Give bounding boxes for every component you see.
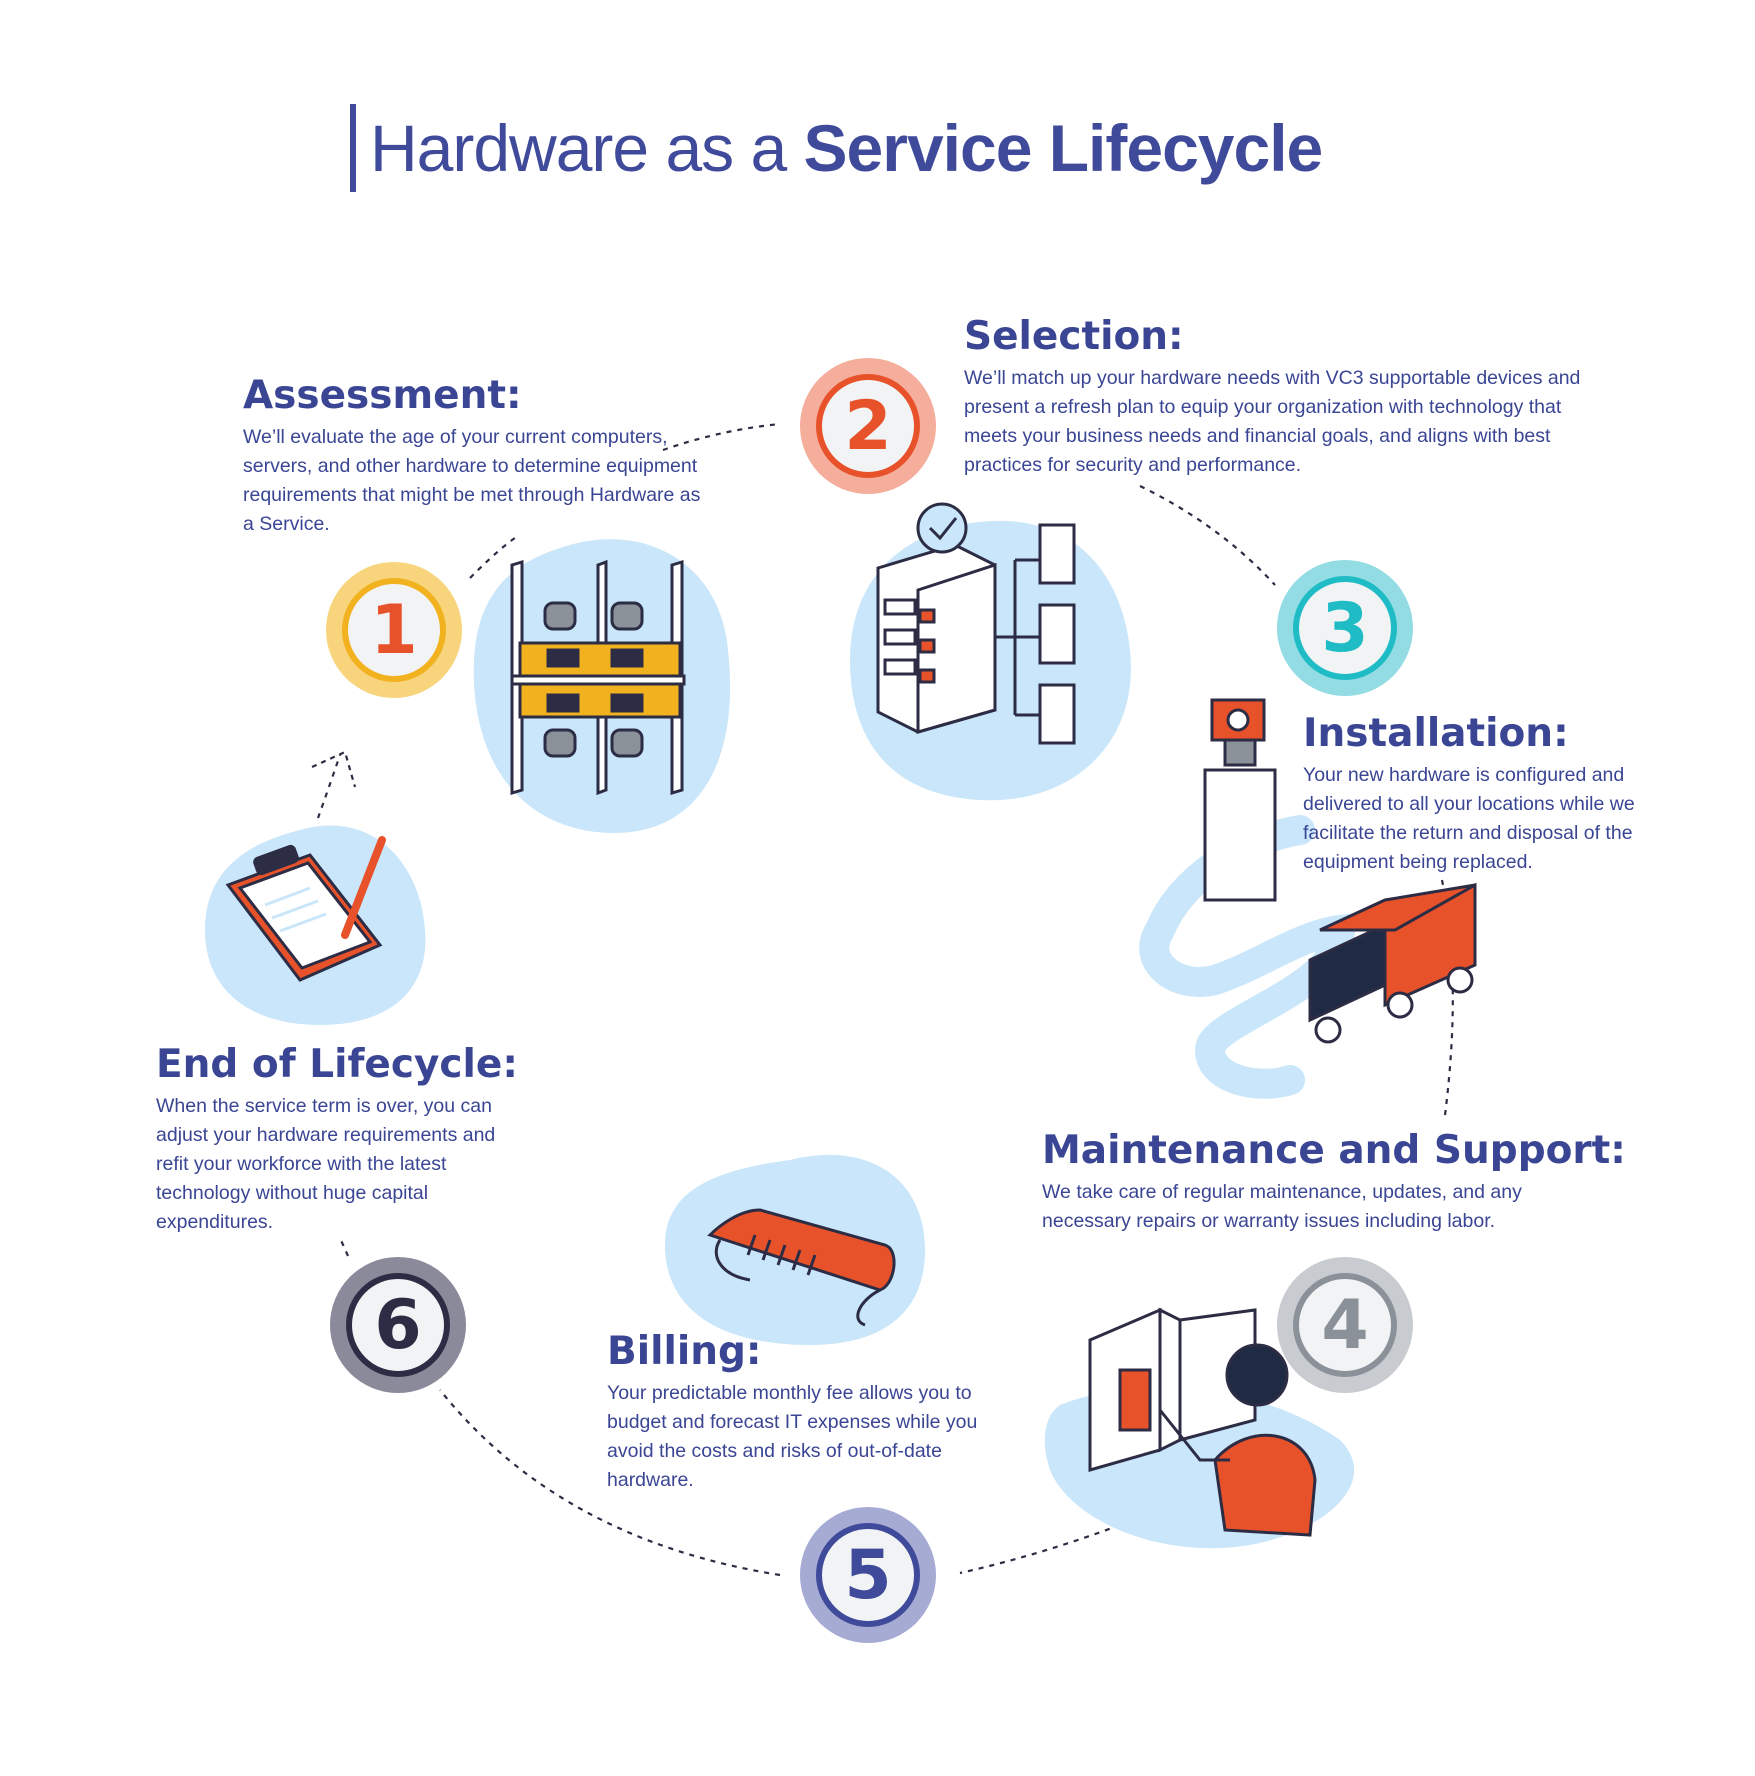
step-description: We’ll match up your hardware needs with … xyxy=(964,367,1581,476)
connector-1-up xyxy=(469,537,516,579)
server-network-icon xyxy=(850,502,1131,801)
step-badge-1: 1 xyxy=(326,562,462,698)
step-maintenance-support: Maintenance and Support: We take care of… xyxy=(1042,1128,1626,1236)
step-description: Your predictable monthly fee allows you … xyxy=(607,1382,978,1491)
connector-6-up xyxy=(338,1237,350,1257)
step-number-2: 2 xyxy=(816,374,920,478)
step-number-5: 5 xyxy=(816,1523,920,1627)
connector-2-3 xyxy=(1139,485,1276,586)
title-bold-text: Service Lifecycle xyxy=(803,110,1324,185)
step-number-3: 3 xyxy=(1293,576,1397,680)
step-description: We take care of regular maintenance, upd… xyxy=(1042,1181,1522,1232)
step-heading: Assessment: xyxy=(243,373,522,418)
step-heading: Maintenance and Support: xyxy=(1042,1128,1626,1173)
connector-1-2 xyxy=(662,422,781,452)
title-light-text: Hardware as a xyxy=(370,110,804,185)
step-badge-2: 2 xyxy=(800,358,936,494)
connector-6-1 xyxy=(316,754,342,819)
technician-repair-icon xyxy=(1044,1307,1355,1549)
step-description: We’ll evaluate the age of your current c… xyxy=(243,426,701,535)
step-badge-6: 6 xyxy=(330,1257,466,1393)
step-assessment: Assessment: We’ll evaluate the age of yo… xyxy=(243,373,713,539)
step-description: When the service term is over, you can a… xyxy=(156,1095,496,1233)
step-end-of-lifecycle: End of Lifecycle: When the service term … xyxy=(156,1042,531,1237)
page-title: Hardware as a Service Lifecycle xyxy=(350,100,1324,195)
arrowhead-icon xyxy=(311,750,357,788)
clipboard-signature-icon xyxy=(205,825,426,1025)
step-selection: Selection: We’ll match up your hardware … xyxy=(964,314,1604,480)
connector-4-5 xyxy=(959,1523,1121,1575)
delivery-truck-icon xyxy=(1139,698,1477,1099)
invoice-scroll-icon xyxy=(665,1154,925,1345)
step-number-6: 6 xyxy=(346,1273,450,1377)
step-number-1: 1 xyxy=(342,578,446,682)
step-badge-4: 4 xyxy=(1277,1257,1413,1393)
step-badge-3: 3 xyxy=(1277,560,1413,696)
step-badge-5: 5 xyxy=(800,1507,936,1643)
step-heading: Billing: xyxy=(607,1329,762,1374)
step-installation: Installation: Your new hardware is confi… xyxy=(1303,711,1683,877)
step-billing: Billing: Your predictable monthly fee al… xyxy=(607,1329,982,1495)
step-number-4: 4 xyxy=(1293,1273,1397,1377)
title-accent-bar xyxy=(350,103,356,192)
step-heading: End of Lifecycle: xyxy=(156,1042,518,1087)
office-desks-icon xyxy=(473,539,731,834)
step-heading: Installation: xyxy=(1303,711,1569,756)
step-description: Your new hardware is configured and deli… xyxy=(1303,764,1635,873)
step-heading: Selection: xyxy=(964,314,1184,359)
connector-5-6 xyxy=(439,1389,781,1577)
